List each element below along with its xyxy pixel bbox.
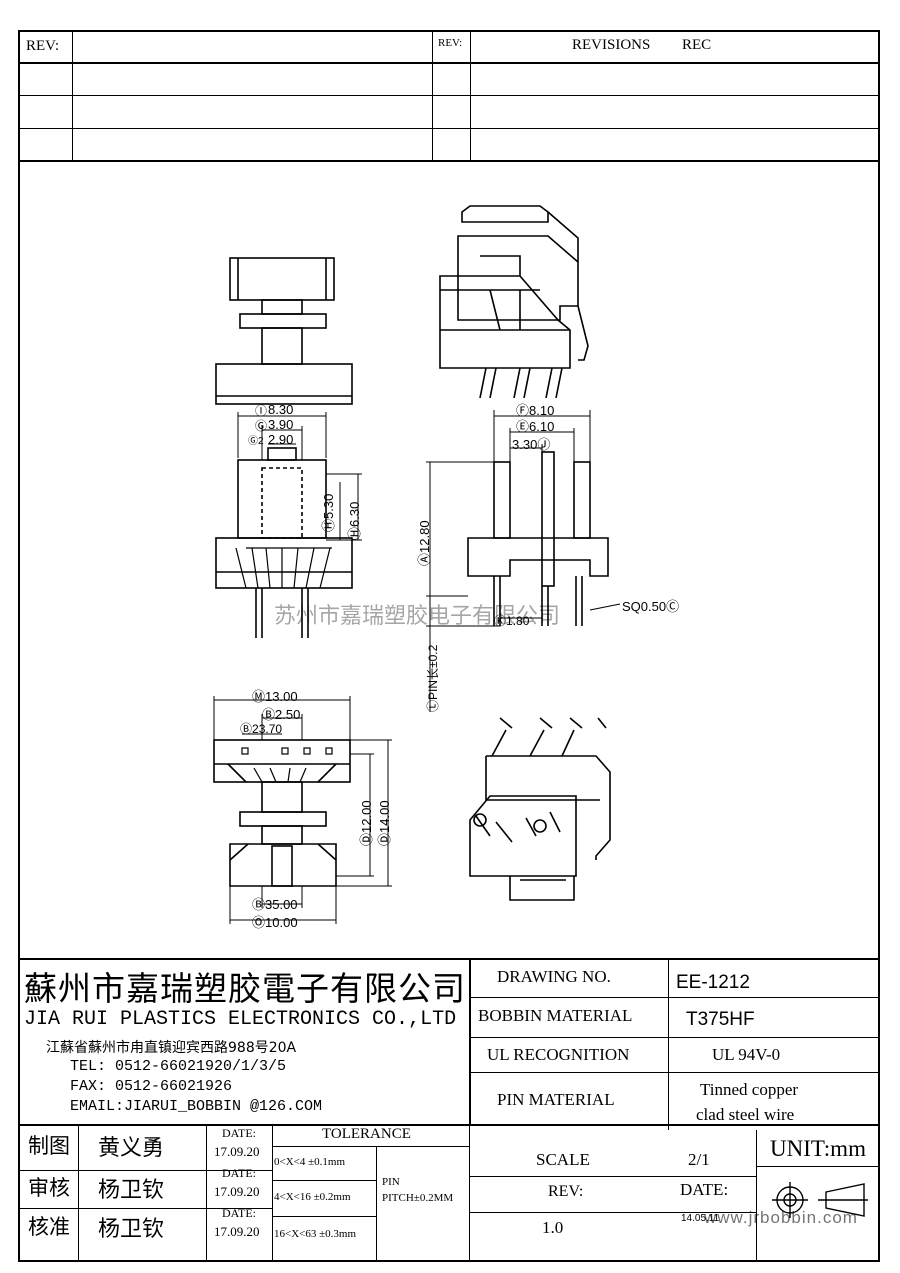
company-name-cn: 蘇州市嘉瑞塑胶電子有限公司: [24, 969, 466, 1008]
signoff-date: 17.09.20: [214, 1224, 260, 1239]
bottom-dim-6: Ⓑ35.00: [252, 897, 298, 912]
tolerance-pin-pitch: PITCH±0.2MM: [382, 1192, 454, 1204]
side-dim-pin-length: ⓁPIN长±0.2: [426, 644, 440, 712]
side-view: [467, 451, 609, 626]
front-dim-tag-1: Ⓘ: [255, 404, 268, 418]
ul-recognition-value: UL 94V-0: [712, 1045, 781, 1064]
projection-symbol-icon: [772, 1182, 868, 1218]
tolerance-row-0: 0<X<4 ±0.1mm: [274, 1156, 346, 1168]
signoff-date-label: DATE:: [222, 1126, 256, 1140]
watermark: 苏州市嘉瑞塑胶电子有限公司: [274, 604, 561, 629]
pin-material-label: PIN MATERIAL: [497, 1090, 615, 1109]
company-fax: FAX: 0512-66021926: [70, 1078, 233, 1095]
company-email: EMAIL:JIARUI_BOBBIN @126.COM: [70, 1098, 323, 1115]
signoff-name: 杨卫钦: [98, 1217, 165, 1242]
drawing-no-label: DRAWING NO.: [497, 967, 611, 986]
bobbin-material: T375HF: [686, 1009, 755, 1030]
unit-label: UNIT:mm: [770, 1136, 866, 1161]
side-dim-height: Ⓐ12.80: [417, 520, 432, 566]
tolerance-row-2: 16<X<63 ±0.3mm: [274, 1228, 357, 1240]
side-dim-pin: Ⓚ1.80: [494, 614, 530, 628]
front-dim-tag-2: Ⓖ: [255, 419, 268, 433]
date-value: 14.05.11: [681, 1213, 720, 1224]
side-dim-3: 3.30Ⓙ: [512, 437, 551, 452]
front-dim-5: Ⓗ6.30: [347, 501, 362, 540]
scale-label: SCALE: [536, 1150, 590, 1169]
signoff-name: 杨卫钦: [98, 1178, 165, 1203]
rec-label: REC: [682, 37, 712, 53]
bottom-dim-2: Ⓑ2.50: [262, 707, 301, 722]
date-label: DATE:: [680, 1180, 729, 1199]
front-dim-2: 3.90: [268, 417, 294, 432]
company-name-en: JIA RUI PLASTICS ELECTRONICS CO.,LTD: [24, 1008, 457, 1031]
top-view: [215, 257, 353, 405]
pin-material-line1: Tinned copper: [700, 1080, 799, 1099]
bottom-dim-7: Ⓞ10.00: [252, 915, 298, 930]
bottom-dim-4: Ⓓ12.00: [359, 800, 374, 846]
side-dim-2: Ⓔ6.10: [516, 419, 555, 434]
front-dim-tag-3: Ⓖ2: [248, 436, 264, 447]
website-watermark: www.jrbobbin.com: [704, 1208, 858, 1227]
pin-material-line2: clad steel wire: [696, 1105, 795, 1124]
bottom-view: [213, 739, 351, 887]
rev-label-left: REV:: [26, 38, 60, 54]
bottom-dim-1: Ⓜ13.00: [252, 689, 298, 704]
front-view: [215, 447, 353, 638]
tolerance-pin-label: PIN: [382, 1176, 400, 1188]
isometric-view-bottom: [469, 717, 611, 901]
signoff-role: 审核: [28, 1176, 70, 1200]
rev-label: REV:: [548, 1183, 584, 1200]
drawing-frame: [18, 30, 880, 1262]
signoff-date: 17.09.20: [214, 1184, 260, 1199]
technical-drawing: [213, 205, 621, 924]
company-tel: TEL: 0512-66021920/1/3/5: [70, 1058, 287, 1075]
signoff-date-label: DATE:: [222, 1206, 256, 1220]
side-dim-sq: SQ0.50Ⓒ: [622, 599, 680, 614]
scale-value: 2/1: [688, 1150, 710, 1169]
bobbin-material-label: BOBBIN MATERIAL: [478, 1006, 633, 1025]
front-dim-4: Ⓗ5.30: [321, 493, 336, 532]
bottom-dim-3: Ⓑ23.70: [240, 722, 283, 736]
front-dim-1: 8.30: [268, 402, 294, 417]
drawing-no: EE-1212: [676, 972, 750, 993]
front-dim-3: 2.90: [268, 432, 294, 447]
signoff-role: 核准: [28, 1215, 70, 1239]
rev-label-right: REV:: [438, 37, 463, 49]
signoff-date-label: DATE:: [222, 1166, 256, 1180]
rev-value: 1.0: [542, 1218, 564, 1237]
bottom-dim-5: Ⓓ14.00: [377, 800, 392, 846]
revisions-label: REVISIONS: [572, 37, 651, 53]
side-dim-1: Ⓕ8.10: [516, 403, 555, 418]
tolerance-title: TOLERANCE: [322, 1126, 411, 1142]
tolerance-row-1: 4<X<16 ±0.2mm: [274, 1191, 351, 1203]
isometric-view-top: [439, 205, 589, 399]
company-address: 江蘇省蘇州市甪直镇迎宾西路988号20A: [46, 1040, 297, 1056]
signoff-name: 黄义勇: [98, 1136, 165, 1161]
signoff-role: 制图: [28, 1134, 70, 1158]
signoff-date: 17.09.20: [214, 1144, 260, 1159]
ul-recognition-label: UL RECOGNITION: [487, 1045, 630, 1064]
